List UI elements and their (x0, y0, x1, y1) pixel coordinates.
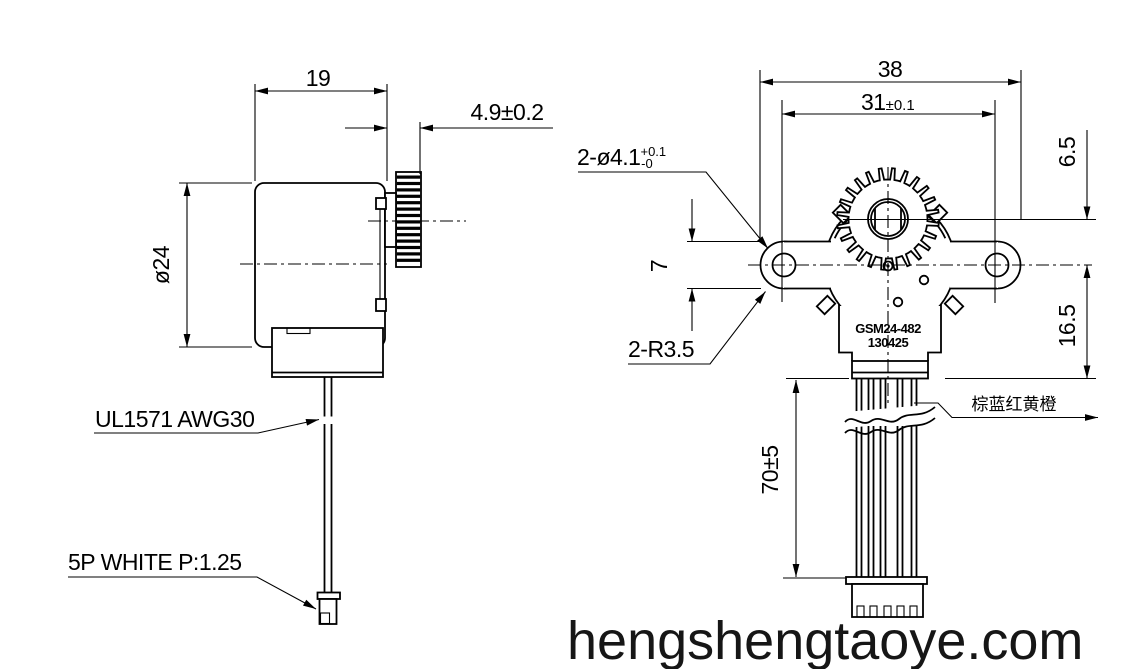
dim-38-label: 38 (878, 56, 903, 82)
gear-tooth-stripe (396, 233, 421, 237)
dimension-arrowhead (688, 228, 696, 242)
motor-body-side (254, 182, 386, 348)
connector-flange-front (845, 576, 928, 585)
dimension-arrowhead (1083, 265, 1091, 278)
gear-tooth-stripe (396, 213, 421, 218)
gear-tooth-stripe (396, 207, 421, 211)
gear-tooth-stripe (396, 188, 421, 192)
dimension-arrowhead (982, 110, 995, 118)
holes-label: 2-ø4.1+0.1-0 (577, 144, 666, 171)
cable-break-wave-bottom (844, 417, 936, 435)
can-tab-lower-right (943, 294, 965, 316)
cable-spec-label: UL1571 AWG30 (95, 406, 254, 432)
dim-16-5-label: 16.5 (1054, 305, 1080, 348)
dimension-arrowhead (255, 87, 268, 95)
dim-19-label: 19 (306, 65, 331, 91)
ear-radius-leader (628, 291, 766, 365)
lead-exit-block (851, 360, 929, 380)
dimension-arrowhead (1008, 78, 1021, 86)
lead-colors-label: 棕蓝红黄橙 (972, 395, 1057, 414)
side-view-dimensions: 19 4.9±0.2 ø24 UL1571 AWG30 5P WHITE P:1… (68, 65, 553, 610)
gear-tooth-stripe (396, 252, 421, 256)
dimension-arrowhead (374, 87, 387, 95)
rivet-lower (892, 296, 904, 308)
connector-pin-side (319, 612, 331, 625)
dimension-arrowhead (183, 334, 191, 347)
lead-colors-leader (914, 402, 1098, 419)
rivet-upper (918, 274, 930, 286)
gear-tooth-stripe (396, 245, 421, 250)
connector-flange-side (316, 591, 341, 600)
connector-pin-3 (883, 605, 892, 618)
dimension-arrowhead (792, 380, 800, 393)
lead-wires (844, 378, 937, 577)
dimension-arrowhead (1083, 365, 1091, 379)
gear-tooth-stripe (396, 194, 421, 198)
gear-tooth-stripe (396, 226, 421, 230)
dimension-arrowhead (760, 78, 773, 86)
dimension-arrowhead (792, 564, 800, 577)
dimension-arrows (183, 78, 1098, 609)
gear-tooth-stripe (396, 220, 421, 224)
gear-tooth-stripe (396, 239, 421, 243)
gear-hub-boss (384, 192, 397, 248)
connector-pin-1 (856, 605, 865, 618)
lead-housing-side (271, 327, 384, 378)
gear-tooth-stripe (396, 181, 421, 186)
dimension-arrowhead (754, 291, 766, 304)
dimension-arrowhead (782, 110, 795, 118)
dim-dia24-label: ø24 (148, 245, 174, 284)
dimension-arrowhead (420, 124, 433, 132)
connector-leader (68, 576, 317, 610)
dimension-arrowhead (183, 183, 191, 196)
gear-tooth-stripe (396, 258, 421, 262)
ear-radius-label: 2-R3.5 (628, 336, 694, 362)
dimension-arrowhead (1083, 206, 1091, 220)
dimension-arrowhead (374, 124, 387, 132)
dimension-arrowhead (305, 418, 319, 426)
body-bottom-step (838, 304, 942, 361)
terminal-tab-top (375, 197, 387, 210)
cable-leader (94, 418, 320, 434)
connector-pin-5 (909, 605, 918, 618)
can-tab-lower-left (815, 294, 837, 316)
connector-body-front (851, 583, 924, 618)
dim-4-9-label: 4.9±0.2 (470, 99, 543, 125)
watermark-text: hengshengtaoye.com (567, 611, 1083, 669)
housing-notch (286, 327, 311, 335)
gear-tooth-stripe (396, 201, 421, 205)
dim-7-label: 7 (646, 260, 672, 272)
terminal-tab-bottom (375, 298, 387, 312)
dimension-arrowhead (757, 236, 768, 249)
cable-break-wave-top (844, 406, 936, 424)
connector-pin-2 (869, 605, 878, 618)
connector-pin-4 (896, 605, 905, 618)
holes-leader (578, 171, 769, 249)
dimension-arrowhead (302, 599, 316, 609)
dimension-arrowhead (1085, 414, 1098, 421)
dim-70-label: 70±5 (757, 446, 783, 495)
connector-spec-label: 5P WHITE P:1.25 (68, 549, 242, 575)
side-gear-teeth (396, 175, 421, 262)
dimension-arrowhead (688, 288, 696, 302)
dim-31-label: 31±0.1 (861, 89, 915, 115)
side-view (254, 171, 422, 625)
gear-tooth-stripe (396, 175, 421, 179)
connector-body-side (318, 598, 338, 625)
dim-6-5-label: 6.5 (1054, 137, 1080, 167)
